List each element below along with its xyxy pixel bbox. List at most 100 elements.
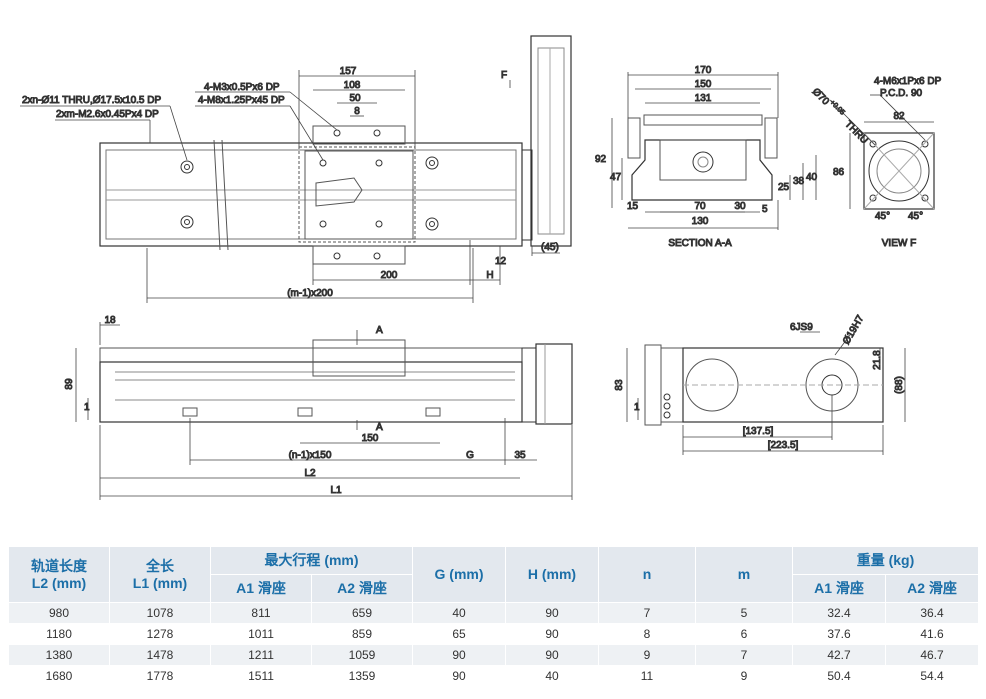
table-cell: 40 [412,602,506,624]
dim-83: 83 [614,379,625,391]
view-arrow-f: F [501,70,507,81]
dim-157: 157 [340,66,357,77]
table-cell: 5 [695,602,793,624]
table-cell: 40 [505,665,599,687]
callout-pcd: P.C.D. 90 [880,88,922,99]
dim-30: 30 [734,201,746,212]
table-cell: 7 [695,644,793,666]
header-weight: 重量 (kg) [792,546,979,575]
dim-45: (45) [541,242,559,253]
table-cell: 6 [695,623,793,645]
dim-150-pitch: 150 [362,433,379,444]
table-row: 1680 1778 1511 1359 90 40 11 9 50.4 54.4 [8,665,979,687]
dim-108: 108 [344,80,361,91]
spec-table: 轨道长度 L2 (mm) 全长 L1 (mm) 最大行程 (mm) G (mm)… [8,546,979,687]
table-cell: 1511 [210,665,312,687]
table-cell: 7 [598,602,696,624]
dim-35: 35 [514,450,526,461]
section-a-a: 170 150 131 92 47 25 38 40 15 70 30 5 13… [595,65,819,250]
table-cell: 90 [505,602,599,624]
table-cell: 11 [598,665,696,687]
section-marker-a-bottom: A [376,422,383,433]
dim-1-end: 1 [634,402,640,413]
table-cell: 42.7 [792,644,886,666]
table-cell: 980 [8,602,110,624]
dim-l2: L2 [304,468,316,479]
dim-89: 89 [64,378,75,390]
header-g: G (mm) [412,546,506,603]
table-cell: 9 [695,665,793,687]
table-cell: 8 [598,623,696,645]
table-cell: 90 [412,665,506,687]
callout-carriage-m8: 4-M8x1.25Px45 DP [198,95,285,106]
table-cell: 90 [505,623,599,645]
dim-5: 5 [762,204,768,215]
dim-86: 86 [833,167,845,178]
table-cell: 36.4 [885,602,979,624]
dim-h: H [486,270,493,281]
dim-n-minus-1-x150: (n-1)x150 [289,450,332,461]
table-cell: 1078 [109,602,211,624]
table-cell: 65 [412,623,506,645]
top-view: 157 108 50 8 2xn-Ø11 THRU,Ø17.5x10.5 DP … [20,35,572,303]
header-weight-a1: A1 滑座 [792,574,886,603]
dim-19h7: Ø19H7 [841,313,867,346]
table-cell: 1380 [8,644,110,666]
table-cell: 90 [505,644,599,666]
side-view: 18 89 1 A A 150 (n-1)x150 G 35 L2 L1 [64,315,573,500]
table-cell: 9 [598,644,696,666]
dim-47: 47 [610,172,622,183]
dim-l1: L1 [330,485,342,496]
dim-170: 170 [695,65,712,76]
dim-m-minus-1-x200: (m-1)x200 [287,288,333,299]
table-cell: 37.6 [792,623,886,645]
table-cell: 1278 [109,623,211,645]
header-full-length: 全长 L1 (mm) [109,546,211,603]
caption-view-f: VIEW F [882,238,916,249]
dim-6js9: 6JS9 [790,322,813,333]
header-stroke-a1: A1 滑座 [210,574,312,603]
table-cell: 1478 [109,644,211,666]
view-f: 4-M6x1Px6 DP P.C.D. 90 Ø70 +0.05 THRU 82… [809,76,942,250]
header-weight-a2: A2 滑座 [885,574,979,603]
section-marker-a-top: A [376,325,383,336]
dim-137-5: [137.5] [743,426,774,437]
table-cell: 1059 [311,644,413,666]
mounting-hole-marks [180,129,439,260]
table-row: 1180 1278 1011 859 65 90 8 6 37.6 41.6 [8,623,979,645]
callout-carriage-m3: 4-M3x0.5Px6 DP [204,82,280,93]
end-view: 6JS9 Ø19H7 83 1 21.8 (88) [137.5] [223.5… [614,313,906,455]
callout-through-holes: 2xn-Ø11 THRU,Ø17.5x10.5 DP [22,95,161,106]
header-h: H (mm) [505,546,599,603]
dim-g: G [466,450,474,461]
diameter-70: Ø70 [810,86,831,107]
dim-18: 18 [104,315,116,326]
callout-m6: 4-M6x1Px6 DP [874,76,942,87]
table-row: 980 1078 811 659 40 90 7 5 32.4 36.4 [8,602,979,624]
dim-25: 25 [778,182,790,193]
dim-8: 8 [354,106,360,117]
table-cell: 1680 [8,665,110,687]
table-cell: 1011 [210,623,312,645]
dim-50: 50 [349,93,361,104]
diameter-tolerance: +0.05 [828,99,846,117]
dim-82: 82 [893,111,905,122]
table-cell: 46.7 [885,644,979,666]
dim-223-5: [223.5] [768,440,799,451]
dim-38: 38 [793,176,805,187]
dim-88: (88) [894,376,905,394]
dim-40: 40 [806,172,818,183]
angle-45-right: 45° [908,211,923,222]
table-cell: 1180 [8,623,110,645]
callout-tapped-holes: 2xm-M2.6x0.45Px4 DP [56,109,159,120]
table-cell: 32.4 [792,602,886,624]
header-rail-length: 轨道长度 L2 (mm) [8,546,110,603]
header-stroke-a2: A2 滑座 [311,574,413,603]
table-cell: 1211 [210,644,312,666]
table-cell: 1778 [109,665,211,687]
dim-70: 70 [694,201,706,212]
caption-section-a-a: SECTION A-A [668,238,732,249]
dim-150: 150 [695,79,712,90]
table-cell: 90 [412,644,506,666]
table-cell: 859 [311,623,413,645]
